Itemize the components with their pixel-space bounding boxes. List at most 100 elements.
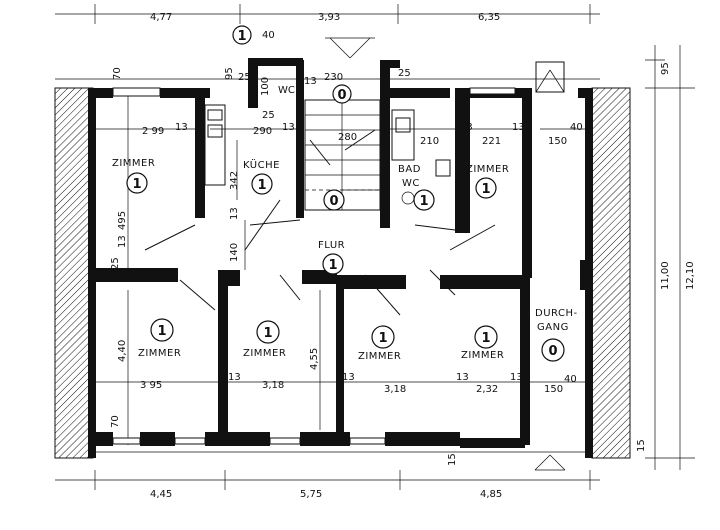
unit-circle: [332, 84, 352, 104]
dim-small: 4,40: [117, 340, 128, 362]
room-label-durch: DURCH-: [535, 308, 578, 319]
dimension-lines: [55, 4, 695, 490]
dim-small: 280: [338, 132, 357, 143]
dim-small: 15: [447, 453, 458, 466]
unit-number: 1: [378, 331, 387, 346]
dim-small: 25: [262, 110, 275, 121]
unit-number: 1: [328, 258, 337, 273]
dim-small: 13: [229, 207, 240, 220]
dim-small: 70: [112, 67, 123, 80]
dim-small: 13: [117, 235, 128, 248]
dim-small: 13: [304, 76, 317, 87]
dim-small: 13: [510, 372, 523, 383]
dim-small: 4,55: [309, 348, 320, 370]
dim-small: 3 95: [140, 380, 162, 391]
unit-circle: [251, 173, 273, 195]
dim-small: 150: [544, 384, 563, 395]
dim-small: 25: [238, 72, 251, 83]
dim-small: 2 99: [142, 126, 164, 137]
staircase: [304, 99, 381, 211]
room-label-bad: BAD: [398, 164, 421, 175]
room-label-gang: GANG: [537, 322, 569, 333]
dim-right-3: 12,10: [685, 261, 696, 290]
unit-number: 1: [481, 182, 490, 197]
dim-small: 25: [398, 68, 411, 79]
unit-circle: [322, 253, 344, 275]
dim-small: 3,18: [384, 384, 406, 395]
kitchen-counter: [204, 104, 226, 186]
unit-circle: [323, 189, 345, 211]
windows: [112, 37, 566, 471]
room-label-zimmer-5: ZIMMER: [358, 351, 401, 362]
dim-bottom-2: 5,75: [300, 489, 322, 500]
unit-circle: [475, 177, 497, 199]
dim-small: 210: [420, 136, 439, 147]
unit-circle: [474, 325, 498, 349]
room-label-zimmer-4: ZIMMER: [243, 348, 286, 359]
dim-bottom-3: 4,85: [480, 489, 502, 500]
unit-number: 0: [548, 344, 557, 359]
dim-small: 25: [110, 257, 121, 270]
room-label-kueche: KÜCHE: [243, 158, 280, 171]
unit-number: 1: [481, 331, 490, 346]
dimension-texts: 4,77 3,93 6,35 4,45 5,75 4,85 95 11,00 1…: [110, 12, 696, 500]
room-label-flur: FLUR: [318, 240, 345, 251]
right-party-wall: [591, 87, 631, 459]
unit-circle: [413, 189, 435, 211]
dim-small: 3,18: [262, 380, 284, 391]
unit-number: 1: [132, 177, 141, 192]
dim-top-3: 6,35: [478, 12, 500, 23]
dim-small: 221: [482, 136, 501, 147]
dim-small: 40: [570, 122, 583, 133]
dim-right-4: 15: [636, 439, 647, 452]
dim-top-2: 3,93: [318, 12, 340, 23]
dim-small: 70: [110, 415, 121, 428]
dim-small: 150: [548, 136, 567, 147]
unit-circle: [232, 25, 252, 45]
dim-top-1: 4,77: [150, 12, 172, 23]
dim-small: 290: [253, 126, 272, 137]
room-label-zimmer-1: ZIMMER: [112, 158, 155, 169]
dim-small: 100: [260, 77, 271, 96]
room-label-zimmer-6: ZIMMER: [461, 350, 504, 361]
dim-small: 40: [564, 374, 577, 385]
dim-small: 13: [342, 372, 355, 383]
unit-number: 1: [257, 178, 266, 193]
unit-number: 1: [237, 29, 246, 44]
room-label-zimmer-3: ZIMMER: [138, 348, 181, 359]
unit-number: 1: [157, 324, 166, 339]
dim-small: 40: [262, 30, 275, 41]
dim-small: 13: [228, 372, 241, 383]
unit-circle: [541, 338, 565, 362]
dim-small: 13: [512, 122, 525, 133]
dim-small: 13: [175, 122, 188, 133]
dim-small: 95: [224, 67, 235, 80]
dim-small: 13: [456, 372, 469, 383]
dim-small: 342: [229, 171, 240, 190]
dim-small: 13: [282, 122, 295, 133]
room-label-zimmer-2: ZIMMER: [466, 164, 509, 175]
unit-number: 1: [263, 326, 272, 341]
unit-circle: [371, 325, 395, 349]
room-label-wc: WC: [402, 178, 420, 189]
unit-circle: [256, 320, 280, 344]
dim-small: 140: [229, 243, 240, 262]
dim-right-1: 95: [660, 62, 671, 75]
dim-small: 230: [324, 72, 343, 83]
unit-circle: [126, 172, 148, 194]
dim-bottom-1: 4,45: [150, 489, 172, 500]
dim-small: 495: [117, 211, 128, 230]
dim-small: 13: [460, 122, 473, 133]
dim-small: 2,32: [476, 384, 498, 395]
dim-right-2: 11,00: [660, 261, 671, 290]
walls: [88, 58, 593, 458]
door-swings: [144, 189, 496, 316]
unit-number: 0: [337, 88, 346, 103]
unit-number: 0: [329, 194, 338, 209]
unit-number: 1: [419, 194, 428, 209]
wc-label: WC: [278, 85, 295, 96]
left-party-wall: [54, 87, 94, 459]
unit-circle: [150, 318, 174, 342]
room-labels: ZIMMER 1 KÜCHE 1 1 WC 0 0 BAD WC 1 ZIMME…: [112, 25, 578, 362]
